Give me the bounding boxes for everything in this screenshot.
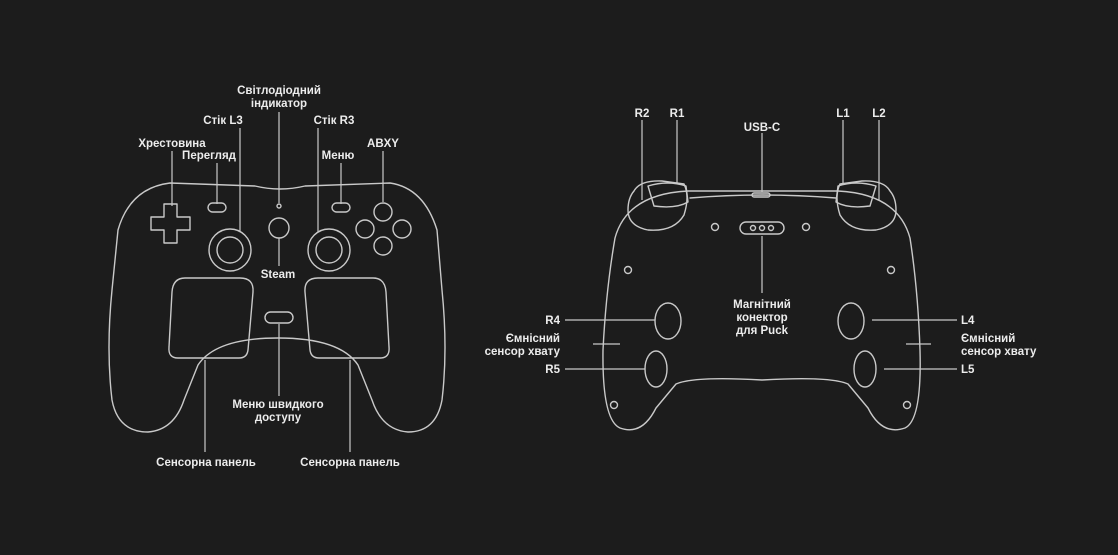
dpad-label: Хрестовина [138, 138, 206, 150]
back-button-l4[interactable] [837, 302, 865, 340]
right-trigger-r2[interactable] [627, 180, 688, 231]
back-button-r5[interactable] [644, 350, 668, 388]
puck-connector [739, 221, 785, 235]
menu-label: Меню [322, 150, 355, 162]
r5-label: R5 [545, 364, 560, 376]
screw-2 [801, 222, 811, 232]
puck-label-line1: Магнітний [733, 299, 791, 311]
grip-left-label-line2: сенсор хвату [485, 346, 561, 358]
usb-c-port[interactable] [751, 192, 771, 198]
back-button-l5[interactable] [853, 350, 877, 388]
menu-button[interactable] [331, 202, 351, 213]
right-stick-r3[interactable] [307, 228, 351, 272]
r1-label: R1 [670, 108, 685, 120]
puck-label-line2: конектор [736, 312, 787, 324]
abxy-button-y[interactable] [373, 202, 393, 222]
grip-right-label-line1: Ємнісний [961, 333, 1015, 345]
trackpad-right-label: Сенсорна панель [300, 457, 400, 469]
abxy-button-b[interactable] [392, 219, 412, 239]
screw-6 [902, 400, 912, 410]
abxy-label: ABXY [367, 138, 399, 150]
front-view: Хрестовина Перегляд Стік L3 Світлодіодни… [108, 85, 446, 469]
l2-label: L2 [872, 108, 885, 120]
left-bumper-l1[interactable] [835, 182, 877, 208]
right-bumper-r1[interactable] [647, 182, 689, 208]
quick-access-menu-button[interactable] [264, 311, 294, 324]
screw-3 [623, 265, 633, 275]
led-label-line1: Світлодіодний [237, 85, 321, 97]
left-trackpad[interactable] [168, 277, 254, 359]
usb-c-label: USB-C [744, 122, 780, 134]
trackpad-left-label: Сенсорна панель [156, 457, 256, 469]
l5-label: L5 [961, 364, 975, 376]
l4-label: L4 [961, 315, 975, 327]
front-controller-body [108, 182, 446, 433]
front-leader-lines [171, 112, 384, 452]
top-edge-ridge [689, 194, 837, 199]
l1-label: L1 [836, 108, 850, 120]
grip-right-label-line2: сенсор хвату [961, 346, 1037, 358]
screw-1 [710, 222, 720, 232]
r4-label: R4 [545, 315, 560, 327]
r2-label: R2 [635, 108, 650, 120]
stick-r3-label: Стік R3 [314, 115, 355, 127]
grip-left-label-line1: Ємнісний [506, 333, 560, 345]
back-view: R2 R1 USB-C L1 L2 Магнітний конектор для… [485, 108, 1037, 431]
right-trackpad[interactable] [304, 277, 390, 359]
steam-button[interactable] [268, 217, 290, 239]
left-trigger-l2[interactable] [836, 180, 897, 231]
back-leader-lines [565, 120, 957, 370]
quick-menu-label-line1: Меню швидкого [232, 399, 323, 411]
stick-l3-label: Стік L3 [203, 115, 243, 127]
view-label: Перегляд [182, 150, 237, 162]
led-indicator [276, 203, 282, 209]
steam-label: Steam [261, 269, 296, 281]
led-label-line2: індикатор [251, 98, 307, 110]
left-stick-l3[interactable] [208, 228, 252, 272]
dpad[interactable] [150, 203, 191, 244]
back-button-r4[interactable] [654, 302, 682, 340]
screw-5 [609, 400, 619, 410]
puck-label-line3: для Puck [736, 325, 789, 337]
screw-4 [886, 265, 896, 275]
view-button[interactable] [207, 202, 227, 213]
abxy-button-a[interactable] [373, 236, 393, 256]
quick-menu-label-line2: доступу [255, 412, 302, 424]
abxy-button-x[interactable] [355, 219, 375, 239]
back-controller-body [602, 190, 921, 431]
